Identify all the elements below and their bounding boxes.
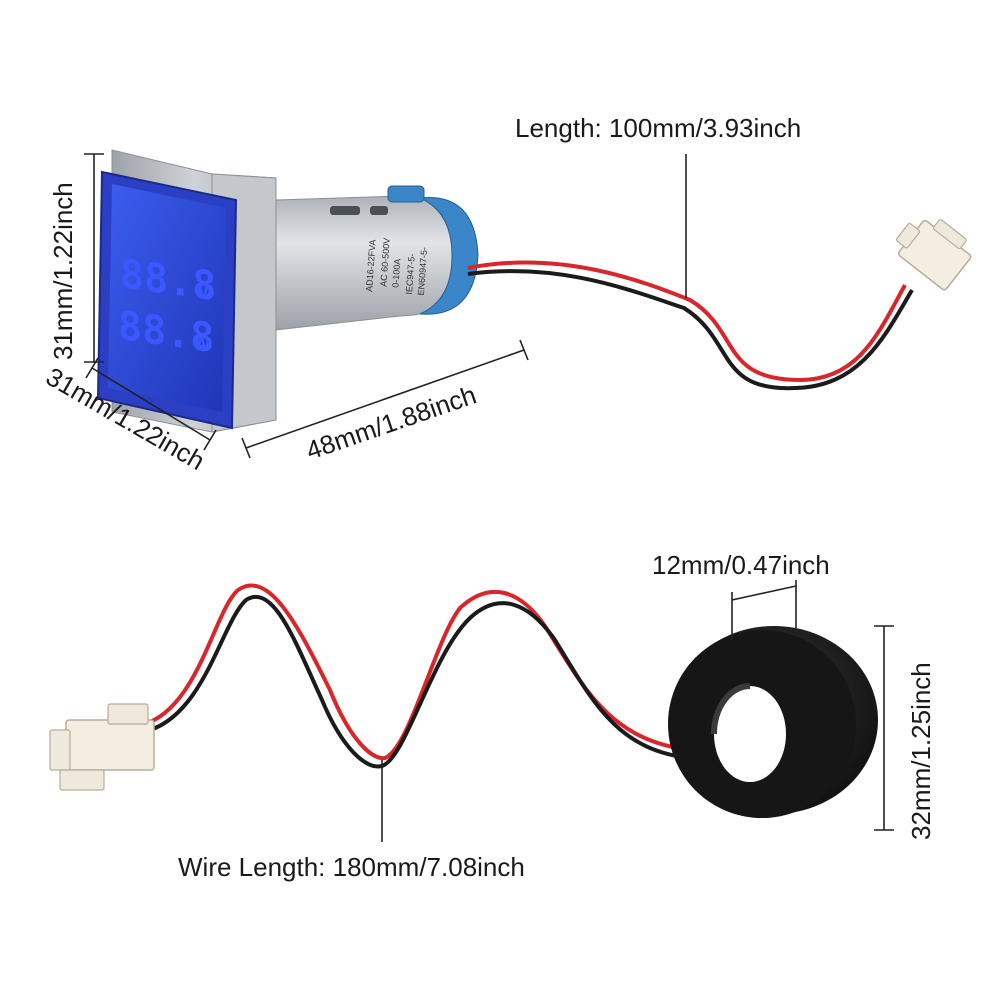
meter-height-label: 31mm/1.22inch [48, 182, 78, 360]
meter-lead-wire [467, 260, 914, 391]
dim-meter-lead: Length: 100mm/3.93inch [515, 113, 801, 298]
standard-line-2: EN60947-5- [416, 247, 429, 296]
meter-locking-collar [387, 185, 479, 315]
dim-ct-diameter: 32mm/1.25inch [874, 625, 936, 840]
dim-depth-meter: 48mm/1.88inch [241, 339, 529, 466]
voltage-unit: V [198, 282, 209, 304]
dim-ct-lead: Wire Length: 180mm/7.08inch [178, 760, 525, 882]
ct-lead-label: Wire Length: 180mm/7.08inch [178, 852, 525, 882]
model-label: AD16-22FVA [364, 239, 378, 292]
ct-diameter-label: 32mm/1.25inch [906, 662, 936, 840]
meter-depth-label: 48mm/1.88inch [302, 379, 480, 465]
dim-ct-thickness: 12mm/0.47inch [652, 550, 830, 640]
current-rating: 0-100A [390, 258, 402, 288]
meter-body-print: AD16-22FVA AC 60-500V 0-100A IEC947-5- E… [364, 238, 429, 296]
voltage-rating: AC 60-500V [378, 238, 391, 288]
current-unit: A [196, 334, 207, 356]
standard-line-1: IEC947-5- [404, 253, 417, 295]
current-transformer-ring [668, 626, 878, 818]
meter-display: 88.8 V 88.8 A [96, 170, 238, 430]
dim-height-meter: 31mm/1.22inch [48, 153, 104, 363]
ct-thickness-label: 12mm/0.47inch [652, 550, 830, 580]
ct-lead-wire [149, 583, 691, 769]
panel-meter: AD16-22FVA AC 60-500V 0-100A IEC947-5- E… [96, 149, 479, 433]
meter-connector [895, 219, 972, 291]
ct-connector [49, 703, 155, 791]
meter-lead-label: Length: 100mm/3.93inch [515, 113, 801, 143]
